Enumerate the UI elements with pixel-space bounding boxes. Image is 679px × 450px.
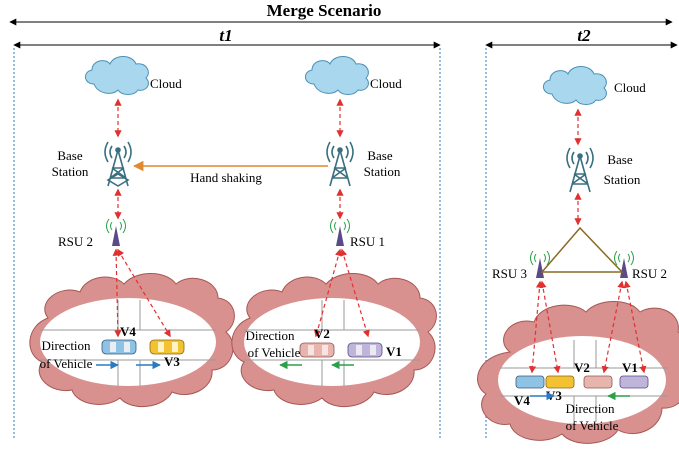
direction-label-left-2: of Vehicle xyxy=(40,356,93,371)
base-station-icon-middle xyxy=(326,141,354,187)
vehicle-v1-middle xyxy=(347,342,383,358)
rsu1-label: RSU 1 xyxy=(350,234,385,249)
diagram-title: Merge Scenario xyxy=(267,1,382,20)
rsu2-label-right: RSU 2 xyxy=(632,266,667,281)
base-station-icon-left xyxy=(104,141,132,187)
rsu-icon-rsu3 xyxy=(530,250,550,278)
cloud-label-right: Cloud xyxy=(614,80,646,95)
vehicle-v1-right xyxy=(619,375,649,389)
vehicle-label-v1-middle: V1 xyxy=(386,344,402,359)
vehicle-label-v1-right: V1 xyxy=(622,360,638,375)
vehicle-v3-left xyxy=(149,339,185,355)
t2-label: t2 xyxy=(577,26,591,45)
base-station-label-middle-2: Station xyxy=(364,164,401,179)
rsu-icon-rsu2-left xyxy=(106,218,126,246)
rsu-icon-rsu2-right xyxy=(614,250,634,278)
cloud-label-left: Cloud xyxy=(150,76,182,91)
vehicle-v4-left xyxy=(101,339,137,355)
base-station-label-middle-1: Base xyxy=(367,148,393,163)
direction-label-right-1: Direction xyxy=(565,401,615,416)
vehicle-label-v4-left: V4 xyxy=(120,324,136,339)
vehicle-label-v4-right: V4 xyxy=(514,393,530,408)
base-station-label-right-2: Station xyxy=(604,172,641,187)
direction-label-left-1: Direction xyxy=(41,338,91,353)
vehicle-label-v3-left: V3 xyxy=(164,354,180,369)
vehicle-v2-right xyxy=(583,375,613,389)
rsu-triangle-link xyxy=(540,226,624,273)
direction-label-middle-2: of Vehicle xyxy=(248,345,301,360)
rsu3-label: RSU 3 xyxy=(492,266,527,281)
t1-label: t1 xyxy=(219,26,232,45)
base-station-label-left-2: Station xyxy=(52,164,89,179)
direction-label-right-2: of Vehicle xyxy=(566,418,619,433)
vehicle-v2-middle xyxy=(299,342,335,358)
red-links xyxy=(112,98,647,374)
handshake-label: Hand shaking xyxy=(190,170,262,185)
base-station-label-right-1: Base xyxy=(607,152,633,167)
rsu-icon-rsu1 xyxy=(330,218,350,246)
cloud-icon-right xyxy=(543,66,607,105)
rsu2-label-left: RSU 2 xyxy=(58,234,93,249)
vehicle-label-v2-right: V2 xyxy=(574,360,590,375)
vehicle-v3-right xyxy=(545,375,575,389)
cloud-icon-middle xyxy=(305,56,369,95)
base-station-icon-right xyxy=(566,147,594,193)
direction-label-middle-1: Direction xyxy=(245,328,295,343)
vehicle-label-v2-middle: V2 xyxy=(314,326,330,341)
base-station-label-left-1: Base xyxy=(57,148,83,163)
cloud-icon-left xyxy=(85,56,149,95)
vehicle-v4-right xyxy=(515,375,545,389)
cloud-label-middle: Cloud xyxy=(370,76,402,91)
